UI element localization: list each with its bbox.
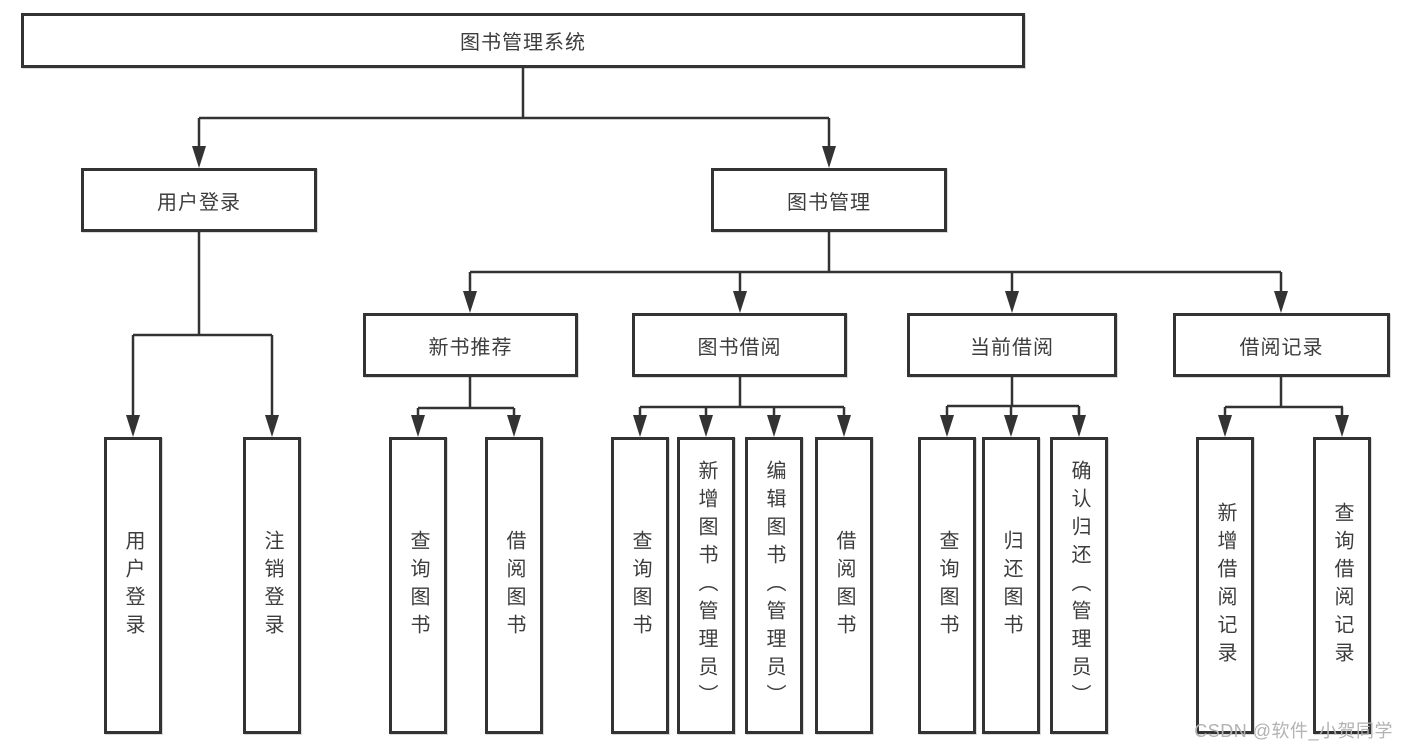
leaf-add-books-admin: 新增图书（管理员）	[677, 437, 735, 734]
leaf-borrow-books: 借阅图书	[815, 437, 873, 734]
node-book-borrowing: 图书借阅	[632, 313, 847, 377]
leaf-query-books-recommend: 查询图书	[389, 437, 447, 734]
leaf-add-borrow-record: 新增借阅记录	[1196, 437, 1254, 734]
node-library-management-system: 图书管理系统	[21, 13, 1025, 68]
node-borrowing-records: 借阅记录	[1173, 313, 1390, 377]
arrowheads	[126, 146, 1349, 437]
csdn-watermark: CSDN @软件_小贺同学	[1194, 721, 1393, 741]
leaf-edit-books-admin: 编辑图书（管理员）	[745, 437, 803, 734]
leaf-query-books-borrowing: 查询图书	[611, 437, 669, 734]
leaf-borrow-books-recommend: 借阅图书	[485, 437, 543, 734]
leaf-query-borrow-record: 查询借阅记录	[1313, 437, 1371, 734]
leaf-query-books-current: 查询图书	[918, 437, 976, 734]
leaf-return-books: 归还图书	[982, 437, 1040, 734]
leaf-logout: 注销登录	[243, 437, 301, 734]
node-user-login: 用户登录	[81, 168, 317, 232]
node-new-book-recommend: 新书推荐	[363, 313, 578, 377]
node-book-management: 图书管理	[711, 168, 947, 232]
leaf-confirm-return-admin: 确认归还（管理员）	[1050, 437, 1108, 734]
node-current-borrowing: 当前借阅	[907, 313, 1117, 377]
tree-edges	[131, 68, 1344, 417]
leaf-user-login: 用户登录	[104, 437, 162, 734]
